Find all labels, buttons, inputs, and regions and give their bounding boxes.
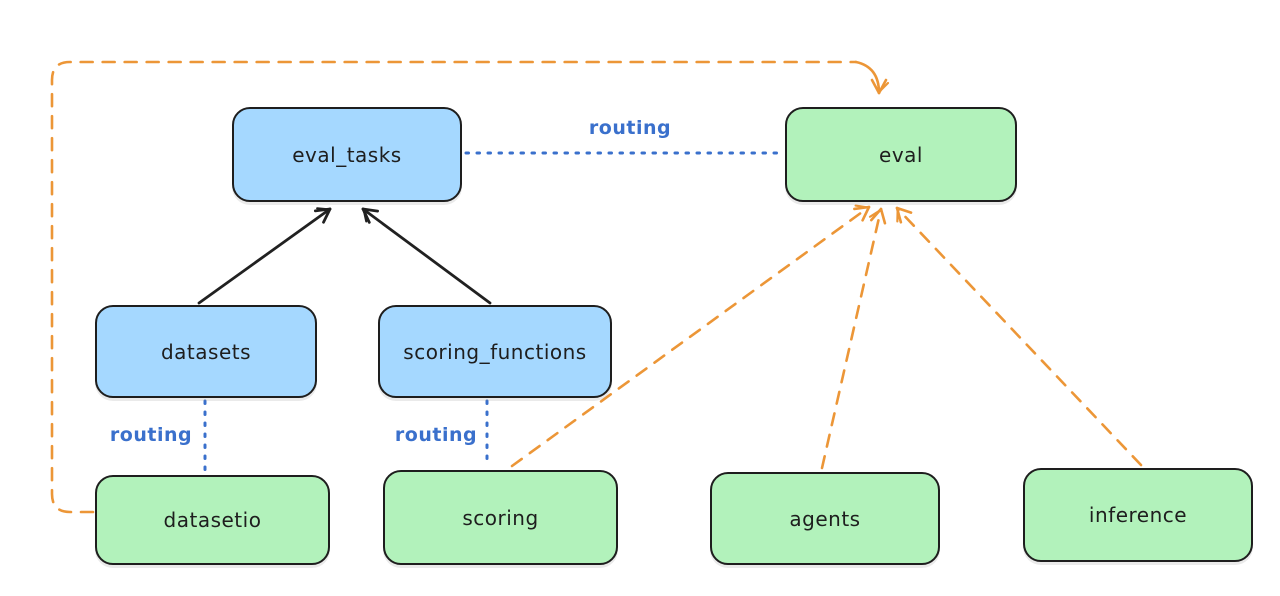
node-datasets-label: datasets — [160, 339, 252, 364]
edge-scoring_functions-to-eval_tasks — [361, 207, 492, 305]
edge-label-routing-scoring_functions-scoring: routing — [394, 424, 478, 446]
edge-datasets-to-eval_tasks — [197, 207, 332, 305]
edge-label-routing-datasets-datasetio: routing — [109, 424, 193, 446]
node-inference-label: inference — [1088, 503, 1188, 527]
node-datasetio: datasetio — [95, 475, 330, 565]
node-agents-label: agents — [789, 506, 861, 531]
edge-agents-to-eval — [820, 207, 887, 470]
node-scoring-label: scoring — [462, 505, 539, 530]
edge-scoring-to-eval — [510, 204, 871, 468]
node-scoring_functions: scoring_functions — [378, 305, 612, 398]
node-datasets: datasets — [95, 305, 317, 398]
node-eval: eval — [785, 107, 1017, 202]
node-agents: agents — [710, 472, 940, 565]
edge-label-routing-eval_tasks-eval: routing — [588, 117, 672, 139]
node-inference: inference — [1023, 468, 1253, 562]
node-scoring: scoring — [383, 470, 618, 565]
node-scoring_functions-label: scoring_functions — [403, 339, 587, 364]
node-datasetio-label: datasetio — [163, 508, 262, 532]
node-eval_tasks: eval_tasks — [232, 107, 462, 202]
edge-inference-to-eval — [895, 206, 1143, 467]
node-eval-label: eval — [879, 142, 923, 167]
node-eval_tasks-label: eval_tasks — [292, 142, 402, 167]
edge-datasetio-to-eval-arrowhead — [854, 60, 890, 95]
edge-datasetio-to-eval — [50, 60, 858, 514]
